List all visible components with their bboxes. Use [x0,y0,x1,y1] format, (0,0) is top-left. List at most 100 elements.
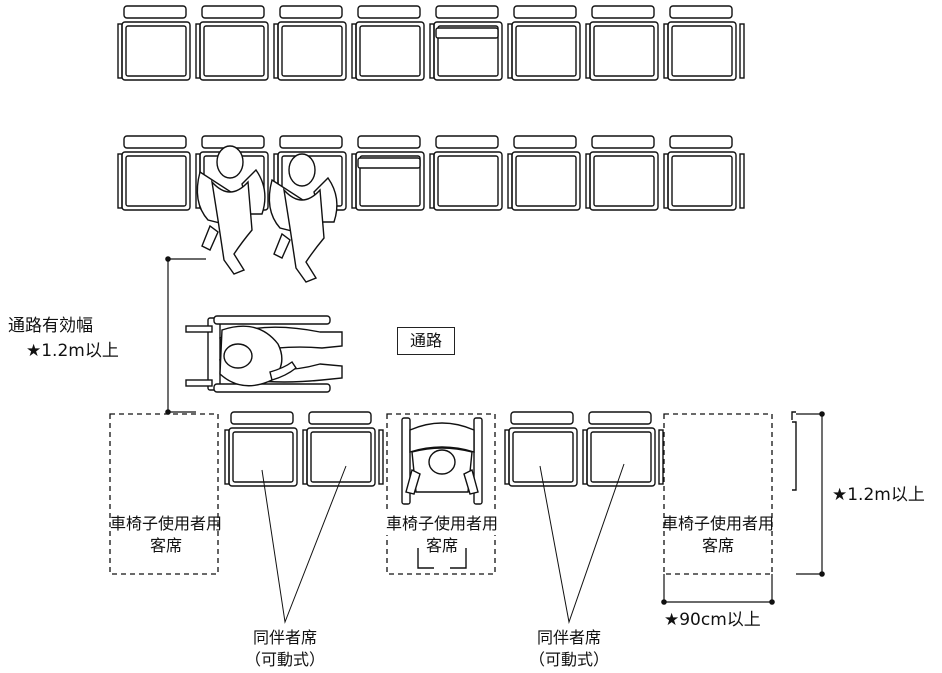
wheelchair-space [663,413,773,575]
companion-leader [261,465,347,624]
seat-backrest [279,5,343,19]
aisle-width-value: ★1.2m以上 [26,341,119,361]
seat-backrest [510,411,574,425]
seat [663,135,737,211]
seat-cushion [232,431,294,483]
person-leg [210,179,253,275]
seat-frame [355,21,425,81]
seat-frame [667,151,737,211]
seat-frame [589,151,659,211]
seated-person [196,145,266,275]
wheelchair-seat-line1: 車椅子使用者用 [661,514,774,533]
wheelchair-handle [185,379,213,387]
folded-seat [357,157,421,169]
dimension-dot [165,256,171,262]
wheelchair-seat-label-right: 車椅子使用者用 客席 [648,513,788,557]
person-leg [282,187,325,283]
wheelchair-seat-line1: 車椅子使用者用 [372,513,512,535]
seat-cushion [359,25,421,77]
wheelchair-wheel [213,383,331,393]
wheelchair-space [109,413,219,575]
wheelchair-seat-line2: 客席 [149,536,182,555]
seated-person [268,153,338,283]
seat [504,411,578,487]
seat-armrest [378,429,384,485]
dimension-dot [819,411,825,417]
seat [224,411,298,487]
wheelchair-seat-line1: 車椅子使用者用 [109,514,222,533]
aisle-width-title: 通路有効幅 [8,316,93,336]
seat [585,5,659,81]
seat-armrest [739,153,745,209]
companion-leader [539,463,625,624]
seat-frame [589,21,659,81]
seat-backrest [123,135,187,149]
seat-backrest [435,5,499,19]
seat-backrest [588,411,652,425]
wheelchair-seat-label-center: 車椅子使用者用 客席 [372,513,512,557]
seat-backrest [669,135,733,149]
seat-frame [511,21,581,81]
seat-cushion [125,25,187,77]
person-arm [405,468,479,495]
seat-backrest [513,135,577,149]
seat [351,5,425,81]
seat-partial [791,411,797,491]
person-head [216,145,244,179]
seat-backrest [279,135,343,149]
seat-frame [199,21,269,81]
seat [117,135,191,211]
person-foot [201,224,219,251]
seat [582,411,656,487]
wheelchair-seat-label-left: 車椅子使用者用 客席 [96,513,236,557]
seat [663,5,737,81]
seat-backrest [123,5,187,19]
wheelchair-back [409,422,475,453]
wheelchair-footrest [417,548,467,569]
seat-backrest [513,5,577,19]
seat-frame [586,427,656,487]
seat-backrest [669,5,733,19]
seat [351,135,425,211]
companion-line1: 同伴者席 [252,628,317,647]
seat [585,135,659,211]
person-foot [273,232,291,259]
wheelchair-seat-line2: 客席 [425,535,458,557]
folded-seat [435,27,499,39]
seat-frame [355,151,425,211]
seat-cushion [125,155,187,207]
seat [273,5,347,81]
seat-cushion [515,25,577,77]
seat-backrest [230,411,294,425]
companion-line2: （可動式） [528,650,609,669]
person-hand [269,360,297,381]
companion-line2: （可動式） [244,650,325,669]
dimension-dot [819,571,825,577]
seat [429,135,503,211]
seat-cushion [671,25,733,77]
seat-cushion [590,431,652,483]
dimension-dot [769,599,775,605]
seat [302,411,376,487]
seat-armrest [658,429,664,485]
seat-cushion [281,25,343,77]
wheelchair-space [386,413,496,575]
seat-frame [306,427,376,487]
seat [507,135,581,211]
depth-dimension-label: ★1.2m以上 [832,485,925,505]
seat-cushion [203,25,265,77]
seat-cushion [512,431,574,483]
wheelchair-user-seat [401,417,483,569]
seat-frame [121,21,191,81]
seat-backrest [201,5,265,19]
seat [429,5,503,81]
seat-backrest [591,5,655,19]
aisle-label: 通路 [397,327,456,355]
seat [195,5,269,81]
wheelchair-wheel [213,315,331,325]
seat-frame [667,21,737,81]
seat-cushion [437,25,499,77]
seat-backrest [308,411,372,425]
seat [507,5,581,81]
seat-cushion [359,155,421,207]
